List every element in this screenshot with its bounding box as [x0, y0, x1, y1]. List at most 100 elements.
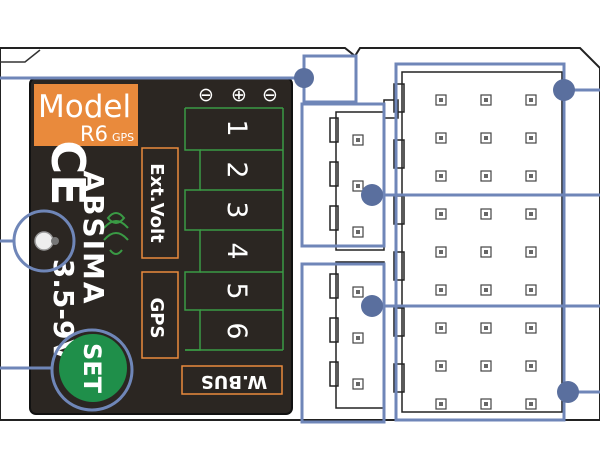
- connector-pin-center: [529, 402, 533, 406]
- connector-pin-center: [529, 250, 533, 254]
- connector-pin-center: [529, 174, 533, 178]
- connector-pin: [435, 94, 447, 106]
- connector-pin: [352, 332, 364, 344]
- connector-pin: [525, 246, 537, 258]
- connector-pin: [525, 132, 537, 144]
- set-button-label: SET: [78, 343, 106, 394]
- connector-pin-center: [439, 326, 443, 330]
- housing-top-edge: [0, 49, 41, 63]
- polarity-minus-left: ⊖: [198, 84, 214, 106]
- connector-pin-center: [356, 138, 360, 142]
- callout-set-button: [50, 328, 134, 412]
- connector-pin-center: [529, 212, 533, 216]
- connector-pin-center: [484, 98, 488, 102]
- connector-pin-center: [356, 184, 360, 188]
- channel-6-label: 6: [221, 322, 252, 339]
- connector-pin: [435, 360, 447, 372]
- wbus-frame: [181, 365, 283, 395]
- callout-dot-middle-bottom: [361, 295, 383, 317]
- connector-pin-center: [439, 212, 443, 216]
- connector-pin-center: [484, 288, 488, 292]
- model-label-line1: Model: [38, 89, 131, 125]
- channel-2-label: 2: [221, 161, 252, 178]
- connector-pin-center: [529, 136, 533, 140]
- connector-pin: [480, 94, 492, 106]
- connector-pin-center: [529, 98, 533, 102]
- connector-pin: [525, 284, 537, 296]
- channel-4-label: 4: [221, 242, 252, 259]
- callout-dot-servo-top: [553, 79, 575, 101]
- connector-pin-center: [484, 250, 488, 254]
- ext-volt-label: Ext.Volt: [146, 163, 167, 243]
- connector-pin-center: [529, 288, 533, 292]
- connector-pin: [525, 360, 537, 372]
- connector-pin: [480, 322, 492, 334]
- connector-pin-center: [439, 136, 443, 140]
- callout-dot-bind: [294, 68, 314, 88]
- connector-pin-center: [356, 290, 360, 294]
- status-led: [34, 231, 54, 251]
- channel-silkscreen: [184, 107, 284, 351]
- connector-pin: [480, 132, 492, 144]
- callout-lines: [0, 76, 600, 394]
- callout-dot-servo-bottom: [557, 381, 579, 403]
- polarity-minus-right: ⊖: [262, 84, 278, 106]
- connector-pin-center: [484, 326, 488, 330]
- callout-middle-bottom: [300, 262, 386, 424]
- connector-pin-center: [439, 250, 443, 254]
- connector-pin-center: [529, 364, 533, 368]
- model-label-line3: GPS: [112, 131, 134, 144]
- callout-servo-block: [394, 62, 566, 422]
- connector-pin: [480, 284, 492, 296]
- connector-pin-center: [439, 288, 443, 292]
- connector-pin: [480, 398, 492, 410]
- connector-pin: [525, 170, 537, 182]
- gps-bracket: [141, 271, 179, 359]
- connector-pin: [525, 208, 537, 220]
- ext-volt-bracket: [141, 147, 179, 259]
- channel-1-label: 1: [221, 119, 252, 136]
- connector-pin-center: [356, 382, 360, 386]
- brand-text: ABSIMA: [77, 170, 110, 305]
- connector-pin: [525, 398, 537, 410]
- gps-label: GPS: [146, 298, 167, 339]
- connector-pin: [352, 226, 364, 238]
- connector-pin-center: [439, 364, 443, 368]
- connector-pin-center: [484, 212, 488, 216]
- pin-array: [352, 94, 537, 410]
- connector-pin: [480, 208, 492, 220]
- polarity-plus: ⊕: [231, 84, 247, 106]
- connector-pin: [352, 378, 364, 390]
- connector-pin-center: [439, 402, 443, 406]
- connector-pin-center: [484, 402, 488, 406]
- connector-pin: [352, 134, 364, 146]
- connector-pin: [480, 360, 492, 372]
- connector-pin: [525, 322, 537, 334]
- model-label-box: [34, 84, 138, 146]
- set-button[interactable]: [59, 334, 127, 402]
- channel-numbers: 1 2 3 4 5 6: [221, 119, 252, 339]
- connector-pin: [435, 208, 447, 220]
- connector-pin-center: [356, 336, 360, 340]
- connector-pin: [525, 94, 537, 106]
- callout-middle-top: [300, 102, 386, 248]
- connector-pin: [480, 246, 492, 258]
- connector-pin-center: [484, 364, 488, 368]
- connector-pin: [352, 180, 364, 192]
- connector-pin-center: [484, 174, 488, 178]
- model-label-line2: R6: [80, 122, 108, 146]
- connector-pin: [435, 170, 447, 182]
- connector-pin: [435, 398, 447, 410]
- connector-pin-center: [439, 98, 443, 102]
- connector-pin: [480, 170, 492, 182]
- channel-5-label: 5: [221, 282, 252, 299]
- absima-logo-icon: [103, 212, 129, 255]
- channel-3-label: 3: [221, 201, 252, 218]
- wbus-label: W.BUS: [201, 371, 268, 392]
- connector-pin: [435, 322, 447, 334]
- servo-connector-block: [393, 71, 563, 413]
- connector-pin: [435, 246, 447, 258]
- connector-pin: [352, 286, 364, 298]
- connector-pin-center: [484, 136, 488, 140]
